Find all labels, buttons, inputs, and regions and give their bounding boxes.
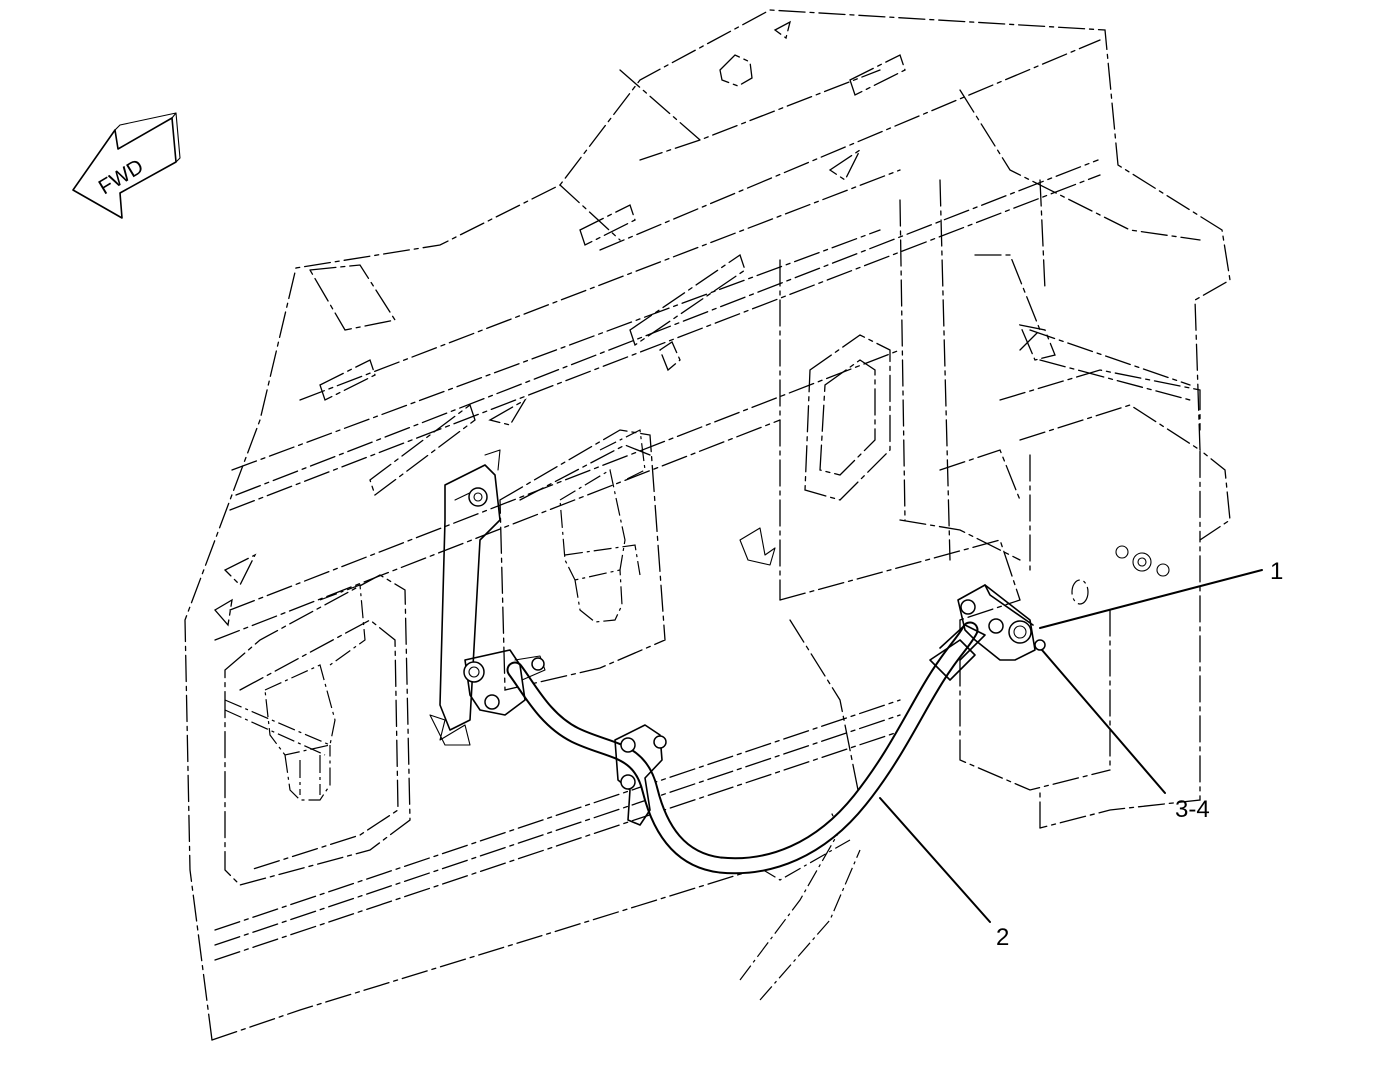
callout-label-2: 2 — [996, 924, 1009, 951]
machine-frame-phantom — [184, 9, 1231, 1041]
battery-cable — [463, 621, 986, 875]
bolt-icon — [468, 487, 488, 507]
disconnect-switch — [957, 545, 1170, 661]
leader-line-2 — [879, 797, 991, 923]
callout-label-3-4: 3-4 — [1175, 796, 1210, 823]
clamp-bolt-icon — [620, 737, 636, 753]
nut-icon — [463, 661, 485, 683]
mounting-bracket — [439, 449, 501, 731]
panel-bolt-icon — [1115, 545, 1129, 559]
leader-line-1 — [1039, 569, 1263, 629]
callout-leaders — [879, 569, 1263, 923]
leader-line-3-4 — [1041, 649, 1166, 794]
callout-label-1: 1 — [1270, 558, 1283, 585]
forward-arrow-icon: FWD — [72, 112, 181, 219]
